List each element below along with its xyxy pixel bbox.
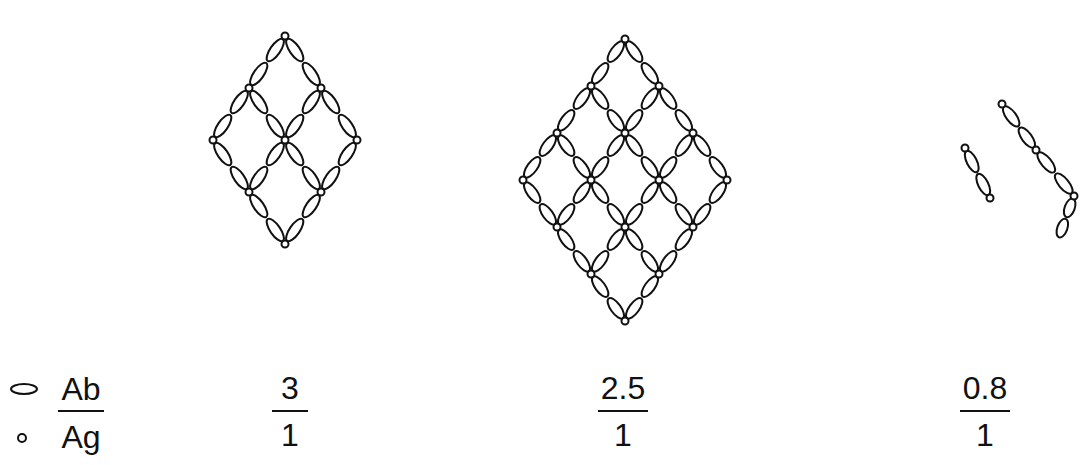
immune-lattice xyxy=(520,36,731,325)
antibody-arm xyxy=(247,60,270,88)
ratio-number: 1 xyxy=(281,419,299,451)
antibody-arm xyxy=(247,88,270,116)
fraction-bar xyxy=(58,410,104,412)
antibody-arm xyxy=(300,192,323,220)
ratio-number: 0.8 xyxy=(963,372,1007,404)
legend-samples xyxy=(11,384,37,442)
antibody-arm xyxy=(264,36,287,64)
antigen-dot xyxy=(554,224,561,231)
antibody-arm xyxy=(1054,217,1070,239)
fraction-bar xyxy=(272,410,308,412)
antibody-arm xyxy=(264,140,287,168)
antigen-dot xyxy=(588,83,595,90)
antibody-arm xyxy=(319,88,342,116)
antibody-arm xyxy=(283,112,306,140)
antigen-dot xyxy=(622,130,629,137)
antigen-dot xyxy=(554,130,561,137)
antigen-dot xyxy=(1071,193,1078,200)
antibody-arm xyxy=(228,88,251,116)
antibody-arm xyxy=(283,216,306,244)
antigen-dot xyxy=(622,318,629,325)
antibody-arm xyxy=(300,60,323,88)
antigen-dot xyxy=(246,85,253,92)
antigen-dot xyxy=(724,177,731,184)
antigen-dot xyxy=(622,36,629,43)
ratio-number: 1 xyxy=(976,419,994,451)
antibody-arm xyxy=(300,88,323,116)
fraction-bar xyxy=(960,410,1010,412)
antibody-arm xyxy=(247,192,270,220)
antigen-dot xyxy=(962,145,969,152)
fraction-bar xyxy=(598,410,648,412)
antibody-arm xyxy=(264,112,287,140)
antigen-dot xyxy=(999,101,1006,108)
antibody-arm xyxy=(974,172,993,197)
legend-text: Ab xyxy=(61,373,100,405)
antibody-arm xyxy=(283,36,306,64)
antigen-dot xyxy=(656,177,663,184)
antigen-dot xyxy=(282,137,289,144)
ratio-number: 1 xyxy=(614,419,632,451)
antibody-arm xyxy=(962,149,981,174)
antigen-dot xyxy=(690,224,697,231)
antigen-dot xyxy=(588,177,595,184)
antigen-dot xyxy=(318,85,325,92)
antibody-arm xyxy=(247,164,270,192)
antibody-arm xyxy=(228,164,251,192)
antigen-dot xyxy=(318,189,325,196)
antibody-arm xyxy=(300,164,323,192)
legend-text: Ag xyxy=(61,421,100,453)
antigen-dot xyxy=(690,130,697,137)
fraction-bars xyxy=(58,411,1010,412)
antigen-dot xyxy=(354,137,361,144)
antibody-arm xyxy=(211,140,234,168)
antibody-arm xyxy=(211,112,234,140)
ratio-number: 3 xyxy=(281,372,299,404)
antibody-arm xyxy=(264,216,287,244)
antibody-arm xyxy=(336,112,359,140)
antigen-dot xyxy=(282,241,289,248)
antibody-arm xyxy=(319,164,342,192)
antigen-dot xyxy=(210,137,217,144)
antigen-sample xyxy=(18,434,26,442)
antigen-dot xyxy=(588,271,595,278)
small-complexes xyxy=(962,101,1078,240)
antigen-dot xyxy=(656,271,663,278)
antigen-dot xyxy=(1033,147,1040,154)
antigen-dot xyxy=(656,83,663,90)
antigen-dot xyxy=(246,189,253,196)
antibody-arm xyxy=(283,140,306,168)
antigen-dot xyxy=(520,177,527,184)
immune-lattice xyxy=(210,33,361,248)
antibody-arm xyxy=(336,140,359,168)
antigen-dot xyxy=(282,33,289,40)
ratio-number: 2.5 xyxy=(601,372,645,404)
antibody-sample xyxy=(11,384,37,394)
antigen-dot xyxy=(622,224,629,231)
antigen-dot xyxy=(987,195,994,202)
